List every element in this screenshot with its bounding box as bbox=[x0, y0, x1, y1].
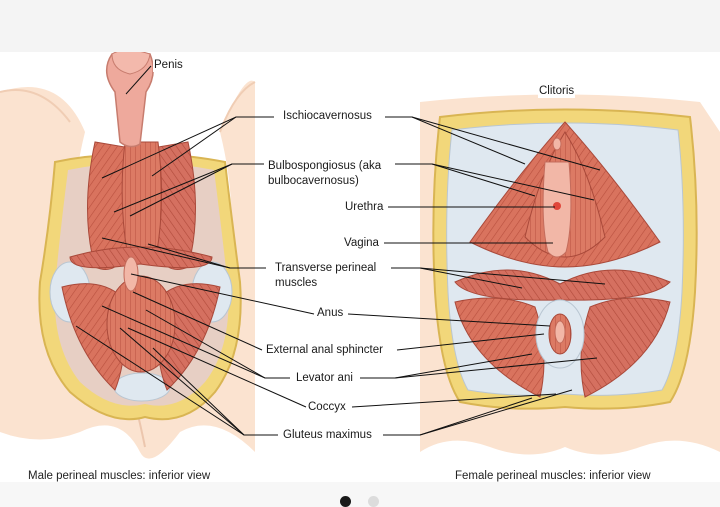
female-perineum bbox=[420, 94, 720, 455]
label-bulbospongiosus-line2: bulbocavernosus) bbox=[267, 175, 360, 188]
caption-male: Male perineal muscles: inferior view bbox=[28, 470, 211, 482]
top-bar bbox=[0, 0, 720, 52]
label-transverse-line2: muscles bbox=[274, 277, 319, 290]
label-levator-ani: Levator ani bbox=[295, 372, 354, 385]
anatomy-figure: Penis Clitoris Ischiocavernosus Bulbospo… bbox=[0, 52, 720, 482]
label-gluteus-maximus: Gluteus maximus bbox=[282, 429, 373, 442]
anatomy-drawing bbox=[0, 52, 720, 459]
carousel-dot-1[interactable] bbox=[340, 496, 351, 507]
carousel-dot-2[interactable] bbox=[368, 496, 379, 507]
label-penis: Penis bbox=[153, 59, 184, 72]
leader-lines bbox=[75, 65, 606, 436]
label-clitoris: Clitoris bbox=[538, 85, 576, 98]
label-external-anal-sphincter: External anal sphincter bbox=[265, 344, 384, 357]
label-ischiocavernosus: Ischiocavernosus bbox=[282, 110, 373, 123]
label-transverse-line1: Transverse perineal bbox=[274, 262, 378, 275]
label-coccyx: Coccyx bbox=[307, 401, 347, 414]
label-anus: Anus bbox=[316, 307, 345, 320]
caption-female: Female perineal muscles: inferior view bbox=[455, 470, 651, 482]
label-urethra: Urethra bbox=[344, 201, 385, 214]
male-perineum bbox=[0, 52, 256, 459]
label-vagina: Vagina bbox=[343, 237, 380, 250]
carousel-bar bbox=[0, 482, 720, 507]
label-bulbospongiosus-line1: Bulbospongiosus (aka bbox=[267, 160, 383, 173]
